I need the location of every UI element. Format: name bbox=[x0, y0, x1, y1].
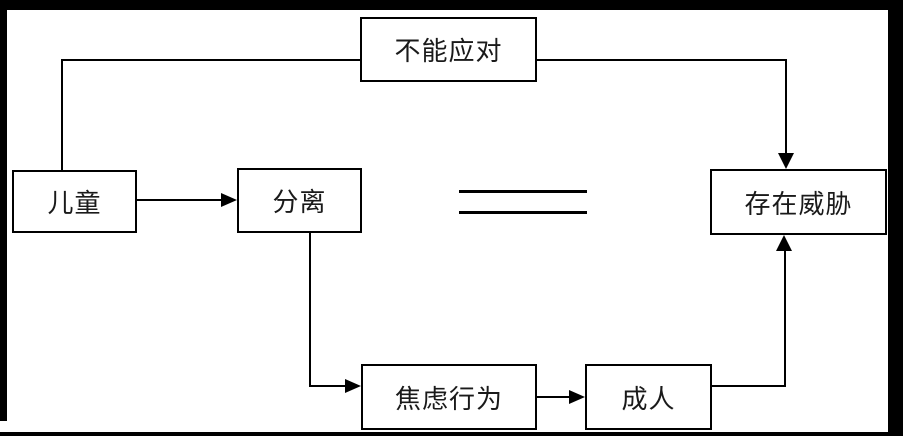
connector-child-to-topline bbox=[61, 59, 63, 170]
node-child: 儿童 bbox=[12, 170, 137, 233]
connector-up-into-threat bbox=[784, 249, 786, 387]
equals-sign-bottom-line bbox=[459, 211, 587, 214]
connector-adult-right bbox=[712, 385, 786, 387]
equals-sign-top-line bbox=[459, 190, 587, 193]
node-threat-label: 存在威胁 bbox=[744, 189, 853, 219]
connector-into-anxious-behavior bbox=[309, 385, 347, 387]
arrowhead-into-adult-icon bbox=[569, 390, 585, 404]
connector-anxious-to-adult bbox=[537, 396, 571, 398]
arrowhead-into-anxious-behavior-icon bbox=[345, 379, 361, 393]
frame-top-bar bbox=[0, 0, 903, 10]
connector-cannot-cope-to-threat bbox=[537, 59, 787, 61]
node-anxious-behavior-label: 焦虑行为 bbox=[394, 384, 503, 414]
node-anxious-behavior: 焦虑行为 bbox=[361, 364, 537, 430]
frame-bottom-bar bbox=[0, 432, 903, 436]
connector-child-to-separation bbox=[137, 199, 223, 201]
node-child-label: 儿童 bbox=[47, 189, 102, 218]
arrowhead-into-threat-top-icon bbox=[778, 153, 794, 169]
node-cannot-cope-label: 不能应对 bbox=[394, 37, 503, 66]
node-cannot-cope: 不能应对 bbox=[360, 17, 537, 82]
node-separation: 分离 bbox=[237, 168, 362, 233]
arrowhead-into-separation-icon bbox=[221, 193, 237, 207]
node-adult-label: 成人 bbox=[621, 384, 676, 414]
connector-topline-to-cannot-cope bbox=[61, 59, 360, 61]
frame-left-bar bbox=[0, 0, 7, 421]
node-separation-label: 分离 bbox=[272, 188, 327, 217]
arrowhead-into-threat-bottom-icon bbox=[776, 235, 792, 251]
node-threat: 存在威胁 bbox=[710, 169, 887, 235]
node-adult: 成人 bbox=[585, 364, 712, 430]
frame-right-bar bbox=[888, 0, 903, 436]
connector-separation-down bbox=[309, 231, 311, 387]
connector-down-into-threat bbox=[785, 59, 787, 155]
